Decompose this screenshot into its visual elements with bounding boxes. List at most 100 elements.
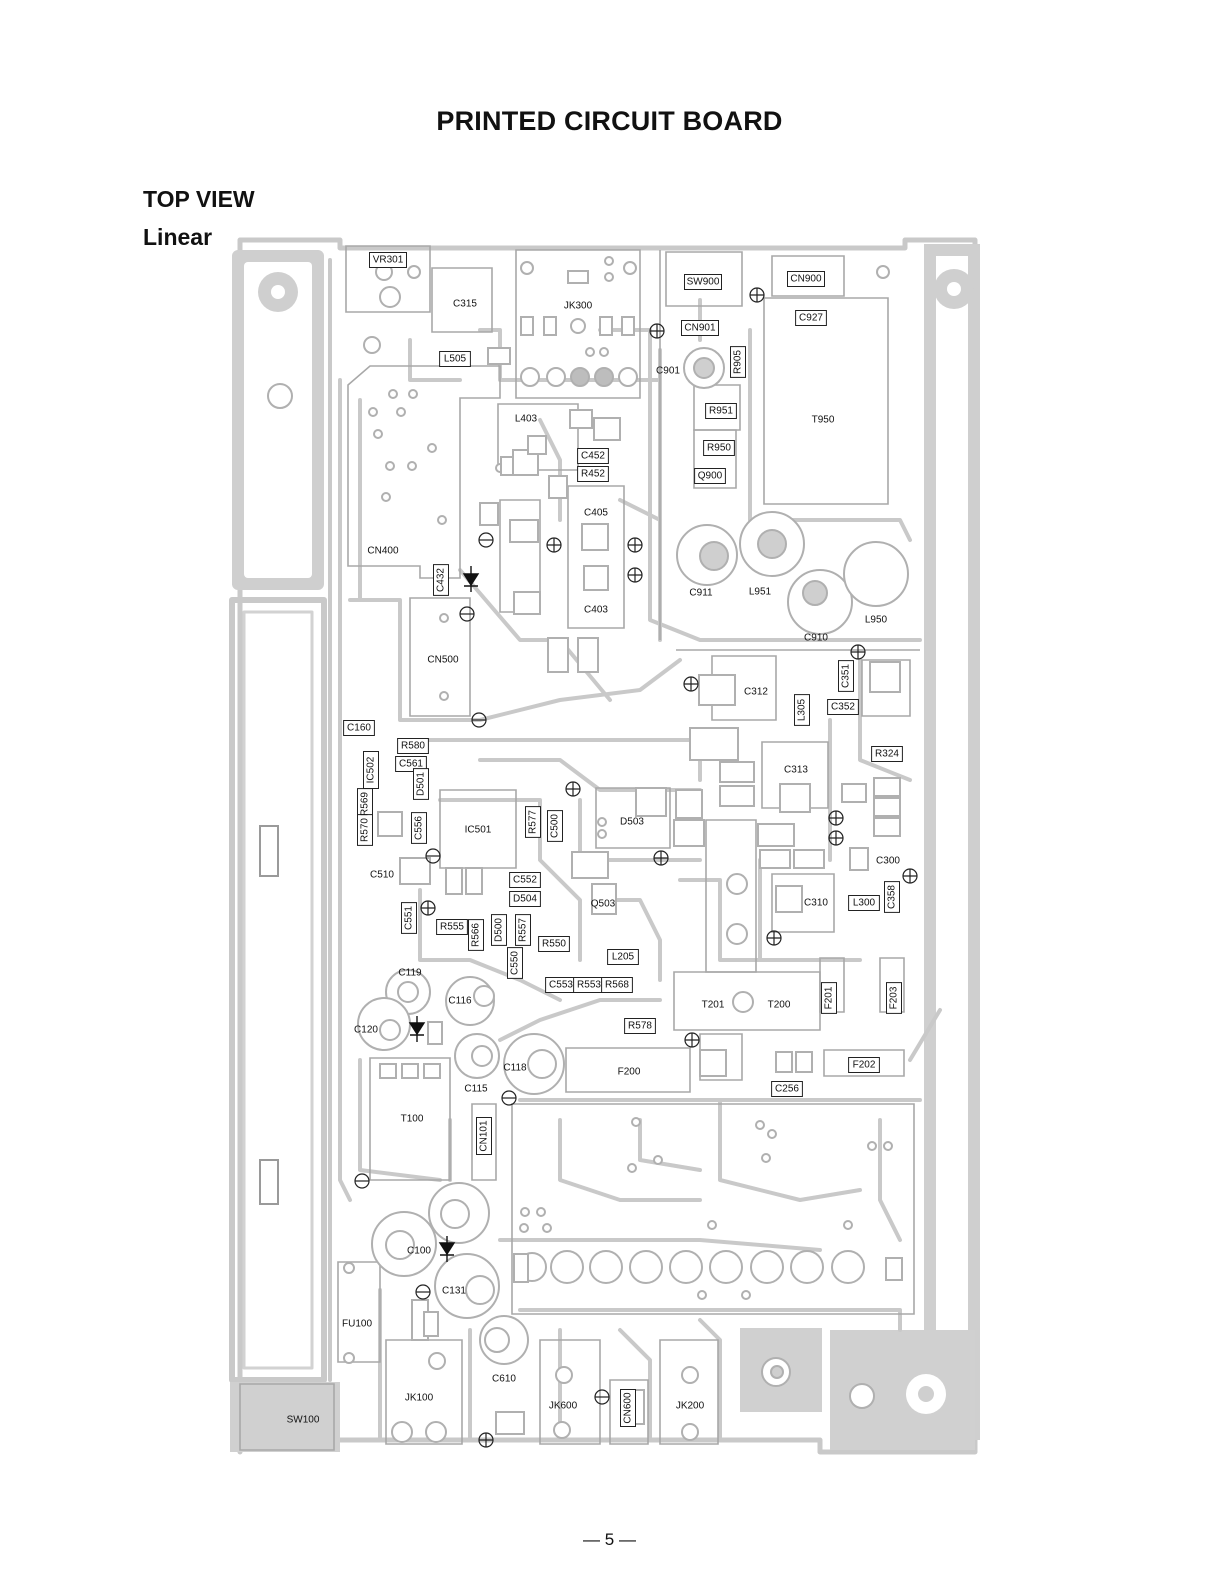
component-box-r324	[871, 746, 903, 762]
component-box-sw900	[684, 274, 722, 290]
component-label-c118: C118	[503, 1063, 527, 1074]
component-label-t100: T100	[401, 1114, 424, 1125]
component-label-q503: Q503	[591, 899, 616, 910]
component-box-r452	[577, 466, 609, 482]
component-label-cn901: CN901	[684, 323, 716, 334]
component-box-c358	[884, 881, 900, 913]
component-box-r951	[705, 403, 737, 419]
component-box-c432	[433, 564, 449, 596]
component-label-c116: C116	[448, 996, 472, 1007]
component-box-c352	[827, 699, 859, 715]
component-box-c256	[771, 1081, 803, 1097]
page-title: PRINTED CIRCUIT BOARD	[436, 106, 783, 136]
component-label-r553: R553	[577, 980, 601, 991]
component-label-c405: C405	[584, 508, 608, 519]
component-label-f202: F202	[853, 1060, 876, 1071]
component-label-r324: R324	[875, 749, 899, 760]
component-label-f200: F200	[618, 1067, 641, 1078]
component-box-l505	[439, 351, 471, 367]
component-label-r580: R580	[401, 741, 425, 752]
component-box-d500	[491, 914, 507, 946]
component-box-l205	[607, 949, 639, 965]
component-box-cn900	[787, 271, 825, 287]
component-label-r555: R555	[440, 922, 464, 933]
component-label-c351: C351	[841, 664, 852, 688]
component-label-l505: L505	[444, 354, 467, 365]
component-label-t201: T201	[702, 1000, 725, 1011]
component-box-c160	[343, 720, 375, 736]
component-label-r950: R950	[707, 443, 731, 454]
component-label-c119: C119	[398, 968, 422, 979]
component-box-cn101	[476, 1117, 492, 1155]
component-label-ic501: IC501	[465, 825, 492, 836]
component-label-r550: R550	[542, 939, 566, 950]
component-label-r452: R452	[581, 469, 605, 480]
component-label-c552: C552	[513, 875, 537, 886]
component-box-c452	[577, 448, 609, 464]
component-label-r569: R569	[360, 792, 371, 816]
component-label-c551: C551	[404, 906, 415, 930]
component-label-q900: Q900	[698, 471, 723, 482]
component-box-l300	[848, 895, 880, 911]
component-label-d504: D504	[513, 894, 537, 905]
component-box-c561	[395, 756, 427, 772]
component-box-cn600	[620, 1389, 636, 1427]
component-box-cn901	[681, 320, 719, 336]
component-label-vr301: VR301	[373, 255, 404, 266]
component-box-r566	[468, 919, 484, 951]
component-label-t950: T950	[812, 415, 835, 426]
component-label-cn900: CN900	[790, 274, 822, 285]
component-label-c313: C313	[784, 765, 808, 776]
component-label-sw900: SW900	[687, 277, 720, 288]
component-label-jk600: JK600	[549, 1401, 578, 1412]
component-box-r550	[538, 936, 570, 952]
component-label-ic502: IC502	[366, 756, 377, 783]
component-label-l305: L305	[797, 698, 808, 721]
component-label-jk100: JK100	[405, 1393, 434, 1404]
component-label-r566: R566	[471, 923, 482, 947]
component-label-r951: R951	[709, 406, 733, 417]
component-box-d504	[509, 891, 541, 907]
component-box-r578	[624, 1018, 656, 1034]
copper-traces	[229, 237, 980, 1455]
component-label-c561: C561	[399, 759, 423, 770]
component-label-c120: C120	[354, 1025, 378, 1036]
component-label-d503: D503	[620, 817, 644, 828]
component-label-l951: L951	[749, 587, 772, 598]
component-label-l205: L205	[612, 952, 635, 963]
component-label-f203: F203	[889, 986, 900, 1009]
component-label-c550: C550	[510, 951, 521, 975]
component-label-jk300: JK300	[564, 301, 593, 312]
component-label-c315: C315	[453, 299, 477, 310]
component-label-c432: C432	[436, 568, 447, 592]
component-label-c452: C452	[581, 451, 605, 462]
component-box-r557	[515, 914, 531, 946]
component-label-f201: F201	[824, 986, 835, 1009]
page-number: — 5 —	[583, 1530, 636, 1549]
component-box-f203	[886, 982, 902, 1014]
component-box-f201	[821, 982, 837, 1014]
component-label-cn600: CN600	[623, 1392, 634, 1424]
component-box-vr301	[369, 252, 407, 268]
component-box-r580	[397, 738, 429, 754]
component-box-c551	[401, 902, 417, 934]
component-label-r557: R557	[518, 918, 529, 942]
component-label-c358: C358	[887, 885, 898, 909]
component-label-c115: C115	[464, 1084, 488, 1095]
component-label-c131: C131	[442, 1286, 466, 1297]
component-label-c500: C500	[550, 814, 561, 838]
component-label-r578: R578	[628, 1021, 652, 1032]
component-label-r570: R570	[360, 818, 371, 842]
component-box-c351	[838, 660, 854, 692]
component-label-cn101: CN101	[479, 1120, 490, 1152]
component-label-r577: R577	[528, 810, 539, 834]
component-label-c160: C160	[347, 723, 371, 734]
component-box-r555	[436, 919, 468, 935]
component-label-l300: L300	[853, 898, 876, 909]
component-label-c310: C310	[804, 898, 828, 909]
component-label-c510: C510	[370, 870, 394, 881]
component-label-c911: C911	[689, 588, 713, 599]
component-label-d500: D500	[494, 918, 505, 942]
component-label-c556: C556	[414, 816, 425, 840]
